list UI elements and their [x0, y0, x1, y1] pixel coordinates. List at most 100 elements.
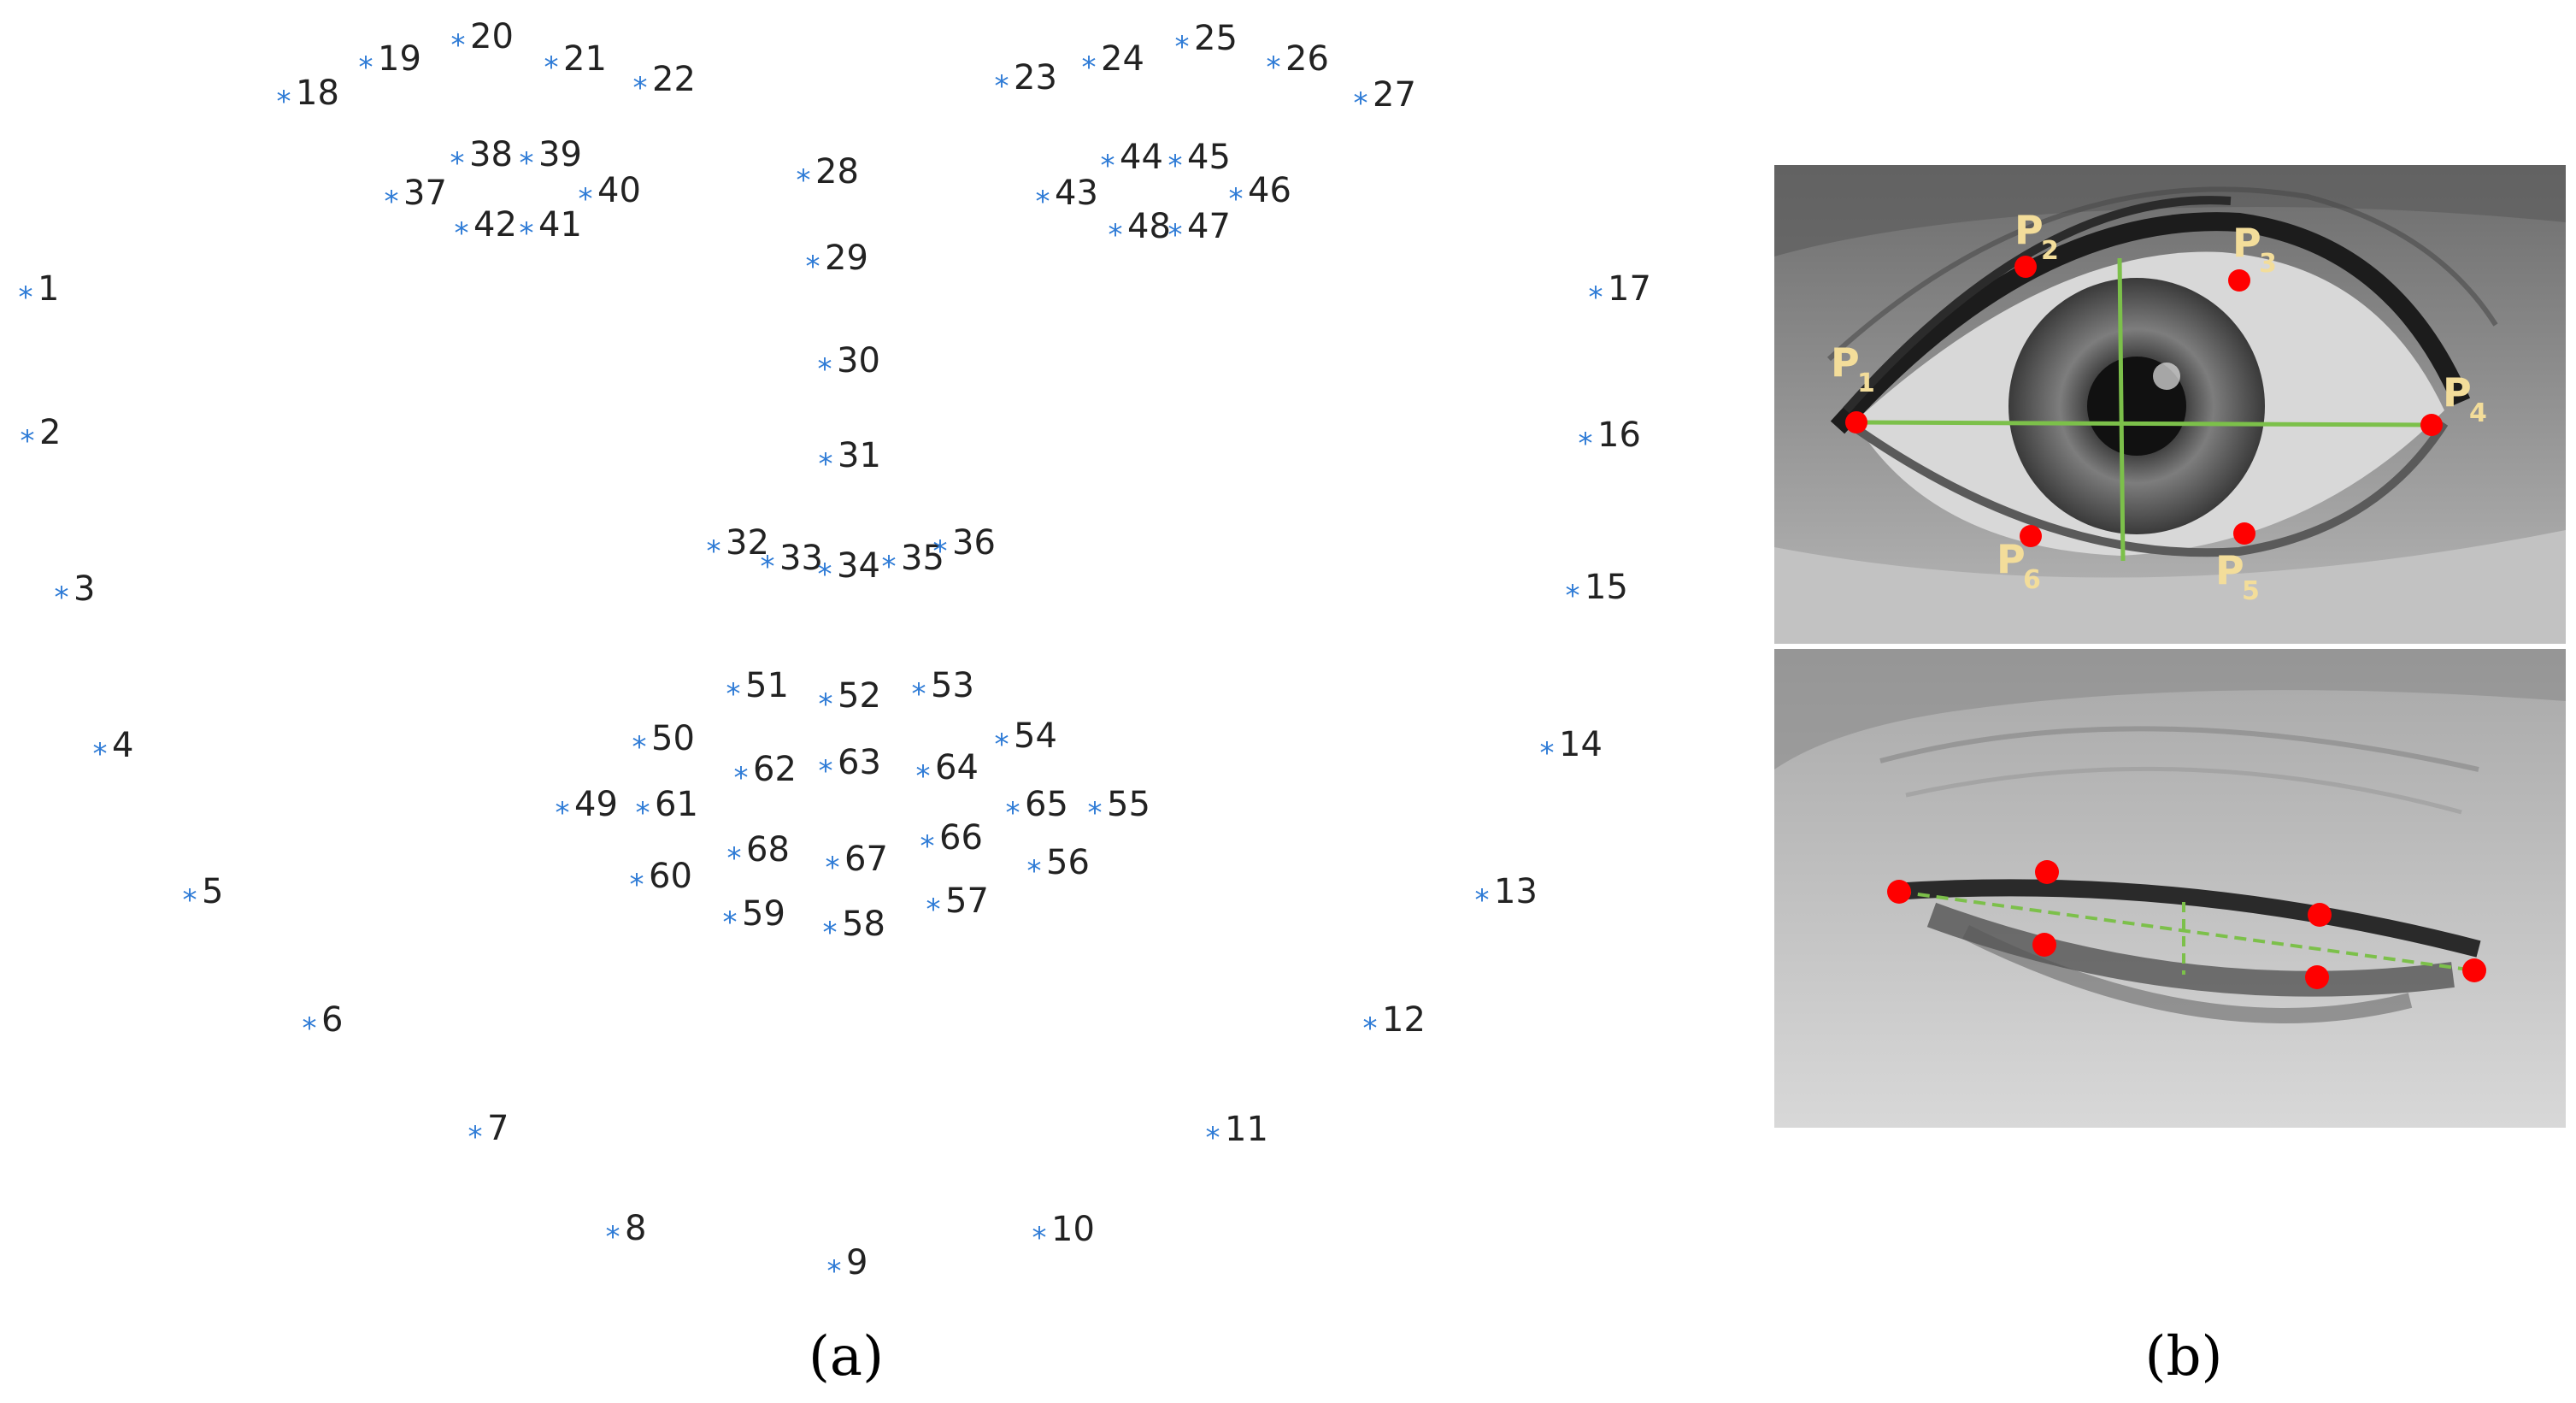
landmark-54: *54	[995, 716, 1057, 762]
landmark-label: 9	[846, 1243, 867, 1282]
landmark-24: *24	[1082, 39, 1144, 85]
landmark-label: 45	[1187, 138, 1231, 177]
landmark-star-icon: *	[1027, 854, 1042, 888]
landmark-star-icon: *	[1566, 579, 1580, 613]
landmark-6: *6	[303, 1000, 344, 1046]
landmark-60: *60	[630, 857, 692, 902]
landmark-52: *52	[819, 676, 881, 722]
landmark-star-icon: *	[826, 851, 840, 885]
landmark-star-icon: *	[630, 868, 644, 902]
eye-point-dot	[2228, 269, 2250, 292]
landmark-label: 19	[378, 39, 421, 79]
landmark-star-icon: *	[1206, 1121, 1220, 1155]
landmark-label: 3	[74, 569, 95, 609]
landmark-38: *38	[450, 135, 513, 180]
landmark-label: 63	[838, 743, 881, 782]
landmark-label: 48	[1127, 207, 1171, 246]
open-eye-photo	[1774, 165, 2566, 644]
landmark-18: *18	[277, 74, 339, 119]
landmark-33: *33	[761, 539, 823, 584]
landmark-label: 5	[202, 872, 223, 911]
landmark-label: 10	[1051, 1210, 1095, 1249]
landmark-62: *62	[734, 750, 797, 795]
landmark-star-icon: *	[1267, 50, 1281, 85]
landmark-star-icon: *	[1006, 796, 1020, 830]
landmark-label: 34	[837, 546, 880, 586]
landmark-star-icon: *	[606, 1220, 620, 1254]
closed-eye-point	[2032, 933, 2056, 957]
landmark-23: *23	[995, 58, 1057, 103]
landmark-star-icon: *	[797, 163, 811, 197]
closed-eye-point	[2462, 958, 2486, 982]
eye-point-p3: P3	[2228, 220, 2277, 292]
landmark-star-icon: *	[707, 534, 721, 569]
landmark-star-icon: *	[761, 550, 775, 584]
eye-point-label: P	[2443, 369, 2472, 416]
landmark-star-icon: *	[1109, 218, 1123, 252]
landmark-label: 38	[469, 135, 513, 174]
landmark-36: *36	[933, 523, 996, 569]
landmark-star-icon: *	[818, 557, 832, 592]
landmark-17: *17	[1589, 269, 1651, 315]
eye-point-p4: P4	[2420, 369, 2487, 436]
closed-eye-point	[2035, 860, 2059, 884]
landmark-37: *37	[385, 174, 447, 219]
eye-point-dot	[2233, 522, 2255, 545]
eye-point-subscript: 4	[2469, 398, 2487, 428]
landmark-star-icon: *	[1540, 736, 1555, 770]
landmark-star-icon: *	[455, 216, 469, 251]
eye-point-dot	[2020, 525, 2042, 547]
landmark-label: 22	[652, 60, 696, 99]
landmark-label: 64	[935, 748, 979, 787]
landmark-39: *39	[520, 135, 582, 180]
landmark-label: 58	[842, 905, 885, 944]
landmark-star-icon: *	[93, 737, 108, 771]
landmark-label: 12	[1382, 1000, 1426, 1040]
landmark-star-icon: *	[1168, 149, 1183, 183]
landmark-label: 7	[487, 1109, 509, 1148]
landmark-53: *53	[912, 666, 974, 711]
landmark-28: *28	[797, 152, 859, 197]
landmark-label: 55	[1107, 785, 1150, 824]
landmark-star-icon: *	[520, 146, 534, 180]
landmark-label: 1	[38, 269, 59, 309]
landmark-label: 44	[1120, 138, 1163, 177]
landmark-label: 29	[825, 239, 868, 278]
landmark-label: 26	[1285, 39, 1329, 79]
closed-eye-point	[2308, 903, 2332, 927]
closed-eye-point	[1887, 880, 1911, 904]
eye-point-p6: P6	[1997, 525, 2042, 595]
landmark-3: *3	[55, 569, 96, 615]
landmark-label: 27	[1373, 75, 1416, 115]
closed-eye-axes	[1898, 890, 2475, 975]
landmark-star-icon: *	[468, 1120, 483, 1154]
landmark-star-icon: *	[726, 677, 741, 711]
landmark-30: *30	[818, 341, 880, 386]
landmark-label: 8	[625, 1209, 646, 1248]
landmark-label: 40	[597, 171, 641, 210]
landmark-66: *66	[920, 818, 983, 864]
landmark-star-icon: *	[1229, 182, 1244, 216]
landmark-68: *68	[727, 830, 790, 875]
landmark-star-icon: *	[727, 841, 742, 875]
eye-point-dot	[1845, 411, 1867, 433]
landmark-label: 2	[39, 413, 61, 452]
landmark-star-icon: *	[55, 581, 69, 615]
landmark-star-icon: *	[21, 424, 35, 458]
landmark-label: 37	[403, 174, 447, 213]
landmark-label: 36	[952, 523, 996, 563]
landmark-67: *67	[826, 840, 888, 885]
closed-eye-points	[1887, 860, 2486, 989]
landmark-star-icon: *	[1589, 280, 1603, 315]
landmark-star-icon: *	[520, 216, 534, 251]
landmark-26: *26	[1267, 39, 1329, 85]
landmark-label: 35	[901, 539, 944, 578]
landmark-star-icon: *	[1168, 218, 1183, 252]
landmark-star-icon: *	[882, 550, 897, 584]
landmark-11: *11	[1206, 1110, 1268, 1155]
landmark-label: 43	[1055, 174, 1098, 213]
landmark-56: *56	[1027, 843, 1090, 888]
landmark-star-icon: *	[1579, 427, 1593, 461]
landmark-star-icon: *	[451, 28, 466, 62]
eye-point-label: P	[2215, 547, 2244, 593]
